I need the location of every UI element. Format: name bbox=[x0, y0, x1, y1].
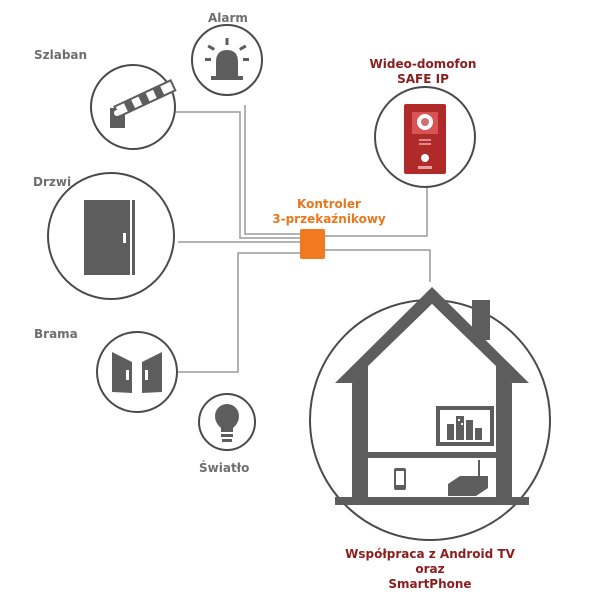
gate-node bbox=[96, 331, 178, 413]
house-icon bbox=[335, 287, 529, 505]
intercom-node bbox=[374, 86, 476, 188]
barrier-node bbox=[90, 64, 177, 150]
line-gate bbox=[175, 252, 300, 373]
controller-label: Kontroler 3-przekaźnikowy bbox=[264, 197, 394, 227]
smartphone-icon bbox=[394, 468, 406, 490]
alarm-icon bbox=[205, 38, 249, 80]
tv-box-icon bbox=[448, 460, 488, 496]
alarm-label: Alarm bbox=[208, 11, 248, 25]
house-label-line3: SmartPhone bbox=[388, 577, 472, 591]
gate-label: Brama bbox=[34, 327, 78, 341]
controller-label-line1: Kontroler bbox=[297, 197, 361, 211]
controller-box bbox=[300, 229, 325, 259]
lightbulb-icon bbox=[215, 404, 239, 442]
line-barrier bbox=[150, 111, 300, 239]
gate-circle bbox=[96, 331, 178, 413]
light-node bbox=[198, 393, 256, 451]
light-label: Światło bbox=[199, 461, 250, 475]
tv-icon bbox=[436, 406, 494, 446]
intercom-label: Wideo-domofon SAFE IP bbox=[355, 57, 491, 87]
house-label-line2: oraz bbox=[415, 562, 445, 576]
gate-icon bbox=[112, 352, 162, 393]
door-icon bbox=[84, 200, 135, 275]
intercom-icon bbox=[404, 104, 446, 174]
intercom-label-line1: Wideo-domofon bbox=[369, 57, 477, 71]
controller-label-line2: 3-przekaźnikowy bbox=[272, 212, 386, 226]
house-node bbox=[309, 287, 551, 541]
intercom-label-line2: SAFE IP bbox=[397, 72, 449, 86]
house-label: Współpraca z Android TV oraz SmartPhone bbox=[330, 547, 530, 592]
controller-node bbox=[300, 229, 325, 259]
door-node bbox=[47, 172, 175, 300]
line-intercom bbox=[325, 177, 428, 237]
barrier-icon bbox=[110, 79, 177, 128]
barrier-label: Szlaban bbox=[34, 48, 88, 62]
line-house bbox=[325, 249, 431, 282]
house-label-line1: Współpraca z Android TV bbox=[345, 547, 515, 561]
alarm-node bbox=[191, 24, 263, 96]
connection-lines bbox=[150, 105, 431, 373]
line-alarm bbox=[244, 105, 300, 235]
door-label: Drzwi bbox=[33, 175, 72, 189]
